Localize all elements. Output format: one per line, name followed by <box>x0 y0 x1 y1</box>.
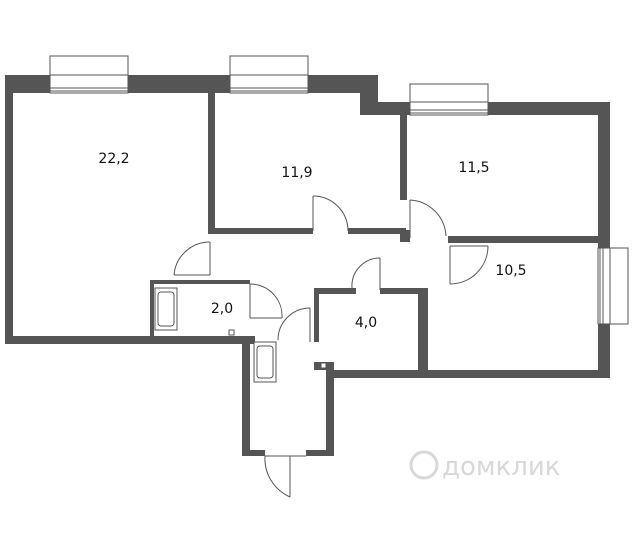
area-label-bedroom-2: 11,5 <box>458 160 489 176</box>
door-bedroom-2 <box>409 199 447 238</box>
window-top-left <box>49 55 129 94</box>
door-entrance <box>264 455 306 498</box>
area-label-kitchen: 10,5 <box>495 263 526 279</box>
area-label-bathroom: 2,0 <box>211 301 233 317</box>
area-label-bedroom-1: 11,9 <box>281 165 312 181</box>
door-kitchen <box>449 245 489 285</box>
watermark: домклик <box>409 450 560 482</box>
door-living-room <box>173 241 211 276</box>
area-label-living-room: 22,2 <box>98 151 129 167</box>
door-corridor <box>277 307 311 342</box>
window-top-right <box>409 83 489 116</box>
drain-icon <box>228 329 235 336</box>
vent-icon <box>320 362 327 369</box>
door-bathroom <box>249 283 283 319</box>
door-bedroom-1 <box>312 195 349 232</box>
door-storage <box>351 257 381 290</box>
window-right <box>597 247 629 325</box>
bathtub-icon <box>154 287 178 331</box>
window-top-middle <box>229 55 309 94</box>
watermark-text: домклик <box>442 452 560 482</box>
washing-machine-icon <box>253 341 277 383</box>
walls <box>5 75 610 456</box>
area-label-toilet-storage: 4,0 <box>355 315 377 331</box>
doors <box>173 195 489 498</box>
watermark-logo-icon <box>409 450 439 480</box>
